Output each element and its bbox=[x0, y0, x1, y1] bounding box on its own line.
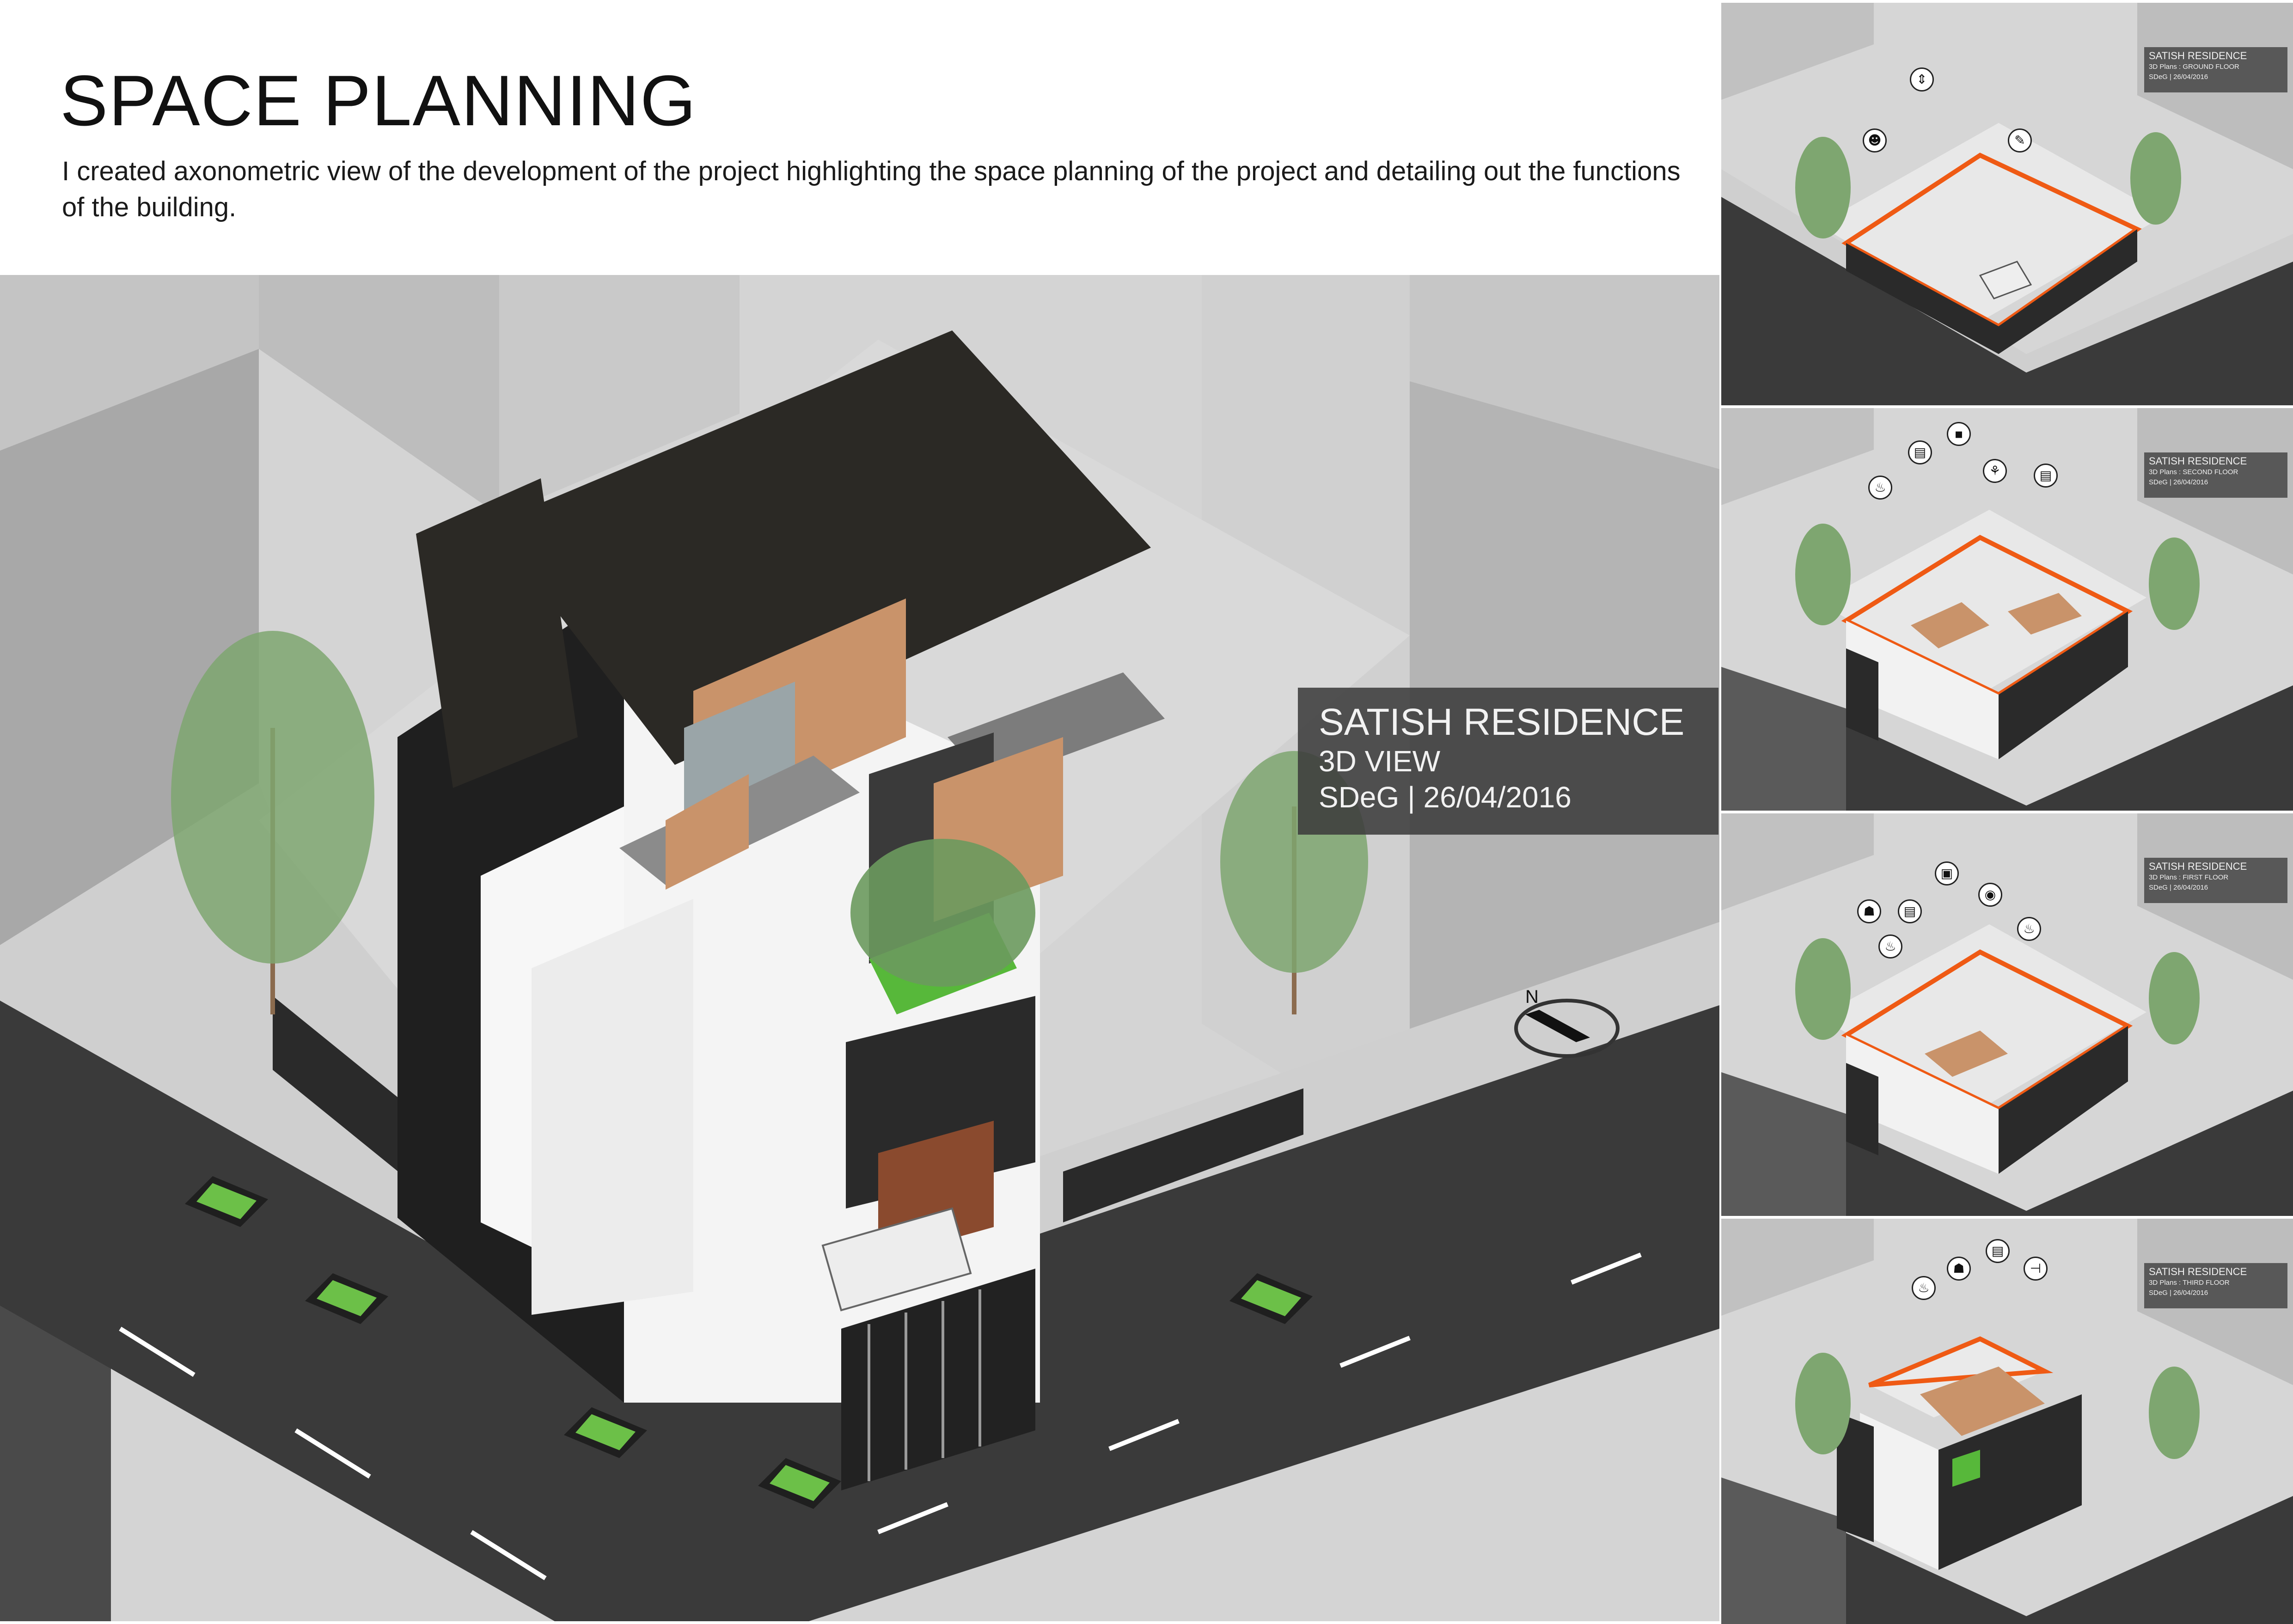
bar-chart-icon: ▪ bbox=[1947, 422, 1971, 446]
fence bbox=[1063, 1088, 1303, 1222]
wine-glass-icon: ☗ bbox=[1947, 1257, 1971, 1281]
road bbox=[0, 1001, 647, 1621]
plan-label: SATISH RESIDENCE 3D Plans : FIRST FLOOR … bbox=[2144, 858, 2287, 903]
plan-floor-name: 3D Plans : THIRD FLOOR bbox=[2149, 1279, 2230, 1287]
axonometric-render: N bbox=[0, 275, 1719, 1621]
bathtub-icon: ♨ bbox=[1878, 934, 1902, 959]
bathtub-icon: ♨ bbox=[1912, 1276, 1936, 1300]
neighbor-block bbox=[1410, 275, 1719, 469]
project-name: SATISH RESIDENCE bbox=[1319, 701, 1685, 743]
courtyard-tree bbox=[850, 839, 1035, 987]
plan-label: SATISH RESIDENCE 3D Plans : GROUND FLOOR… bbox=[2144, 47, 2287, 92]
plan-label: SATISH RESIDENCE 3D Plans : THIRD FLOOR … bbox=[2144, 1263, 2287, 1308]
compass-label: N bbox=[1525, 987, 1539, 1007]
person-icon: ☻ bbox=[1863, 128, 1887, 153]
north-compass: N bbox=[1514, 987, 1620, 1058]
header: SPACE PLANNING I created axonometric vie… bbox=[0, 0, 1719, 275]
title-block: SATISH RESIDENCE 3D VIEW SDeG | 26/04/20… bbox=[1298, 688, 1718, 835]
plan-credit: SDeG | 26/04/2016 bbox=[2149, 478, 2208, 486]
plan-credit: SDeG | 26/04/2016 bbox=[2149, 73, 2208, 81]
page-description: I created axonometric view of the develo… bbox=[62, 156, 1681, 222]
axonometric-main-view: N SATISH RESIDENCE 3D VIEW SDeG | 26/04/… bbox=[0, 275, 1719, 1621]
sofa-icon: ▣ bbox=[1935, 861, 1959, 885]
plan-thumbnail-ground-floor: SATISH RESIDENCE 3D Plans : GROUND FLOOR… bbox=[1721, 0, 2293, 408]
road-markings bbox=[119, 1252, 1642, 1581]
page-title: SPACE PLANNING bbox=[60, 61, 697, 140]
study-icon: ✎ bbox=[2008, 128, 2032, 153]
bathtub-icon: ♨ bbox=[1868, 476, 1892, 500]
plan-label: SATISH RESIDENCE 3D Plans : SECOND FLOOR… bbox=[2144, 452, 2287, 498]
lift-icon: ⇕ bbox=[1910, 67, 1934, 92]
plan-floor-name: 3D Plans : GROUND FLOOR bbox=[2149, 63, 2239, 71]
planter-grass bbox=[196, 1183, 1301, 1501]
neighbor-block bbox=[0, 275, 259, 451]
bed-icon: ▤ bbox=[2034, 464, 2058, 488]
plan-floor-name: 3D Plans : FIRST FLOOR bbox=[2149, 873, 2229, 881]
dining-icon: ⚘ bbox=[1983, 459, 2007, 483]
plan-thumbnails: SATISH RESIDENCE 3D Plans : GROUND FLOOR… bbox=[1721, 0, 2293, 1624]
credit-date: SDeG | 26/04/2016 bbox=[1319, 781, 1571, 814]
plan-floor-name: 3D Plans : SECOND FLOOR bbox=[2149, 468, 2238, 476]
plan-credit: SDeG | 26/04/2016 bbox=[2149, 1289, 2208, 1297]
bathtub-icon: ♨ bbox=[2017, 917, 2041, 941]
tree bbox=[171, 631, 374, 1014]
plan-render bbox=[1721, 1219, 2293, 1624]
plan-project-name: SATISH RESIDENCE bbox=[2149, 50, 2247, 61]
plan-render bbox=[1721, 3, 2293, 408]
plan-thumbnail-third-floor: SATISH RESIDENCE 3D Plans : THIRD FLOOR … bbox=[1721, 1216, 2293, 1624]
plan-thumbnail-first-floor: SATISH RESIDENCE 3D Plans : FIRST FLOOR … bbox=[1721, 811, 2293, 1219]
roof bbox=[490, 330, 1151, 765]
bed-icon: ▤ bbox=[1908, 440, 1932, 464]
projector-icon: ◉ bbox=[1978, 883, 2002, 907]
plan-project-name: SATISH RESIDENCE bbox=[2149, 1266, 2247, 1277]
view-name: 3D VIEW bbox=[1319, 745, 1441, 778]
bed-icon: ▤ bbox=[1898, 899, 1922, 923]
wine-glass-icon: ☗ bbox=[1857, 899, 1881, 923]
plan-project-name: SATISH RESIDENCE bbox=[2149, 455, 2247, 467]
dumbbell-icon: ⊣ bbox=[2024, 1257, 2048, 1281]
cake-icon: ▤ bbox=[1986, 1239, 2010, 1263]
entrance-gate bbox=[841, 1269, 1035, 1490]
car bbox=[821, 1207, 972, 1312]
plan-credit: SDeG | 26/04/2016 bbox=[2149, 884, 2208, 891]
plan-thumbnail-second-floor: SATISH RESIDENCE 3D Plans : SECOND FLOOR… bbox=[1721, 405, 2293, 813]
plan-project-name: SATISH RESIDENCE bbox=[2149, 861, 2247, 872]
